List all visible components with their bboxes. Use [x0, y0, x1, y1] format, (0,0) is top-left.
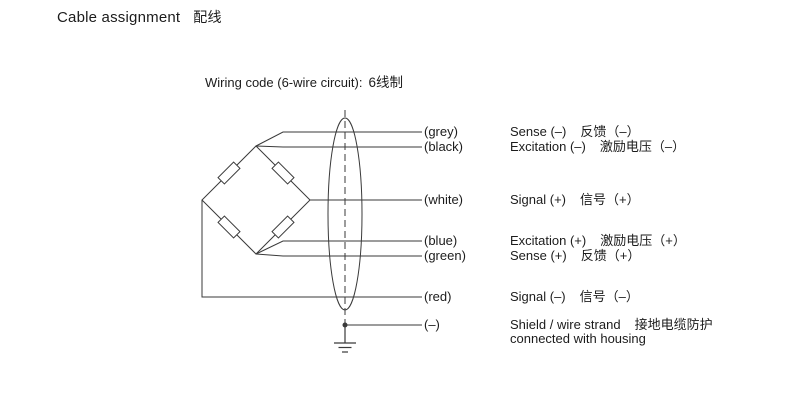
wire-row-green: (green) Sense (+) 反馈（+） — [424, 249, 640, 263]
wire-color-label: (grey) — [424, 124, 458, 139]
wire-color-label: (black) — [424, 139, 464, 154]
wire-color-label: (green) — [424, 248, 466, 263]
resistor-bottom-right — [271, 215, 295, 239]
signal-label-cn: 接地电缆防护 — [634, 317, 713, 332]
wire-row-blue: (blue) Excitation (+) 激励电压（+） — [424, 234, 686, 248]
wire-row-white: (white) Signal (+) 信号（+） — [424, 193, 640, 207]
wire-row-red: (red) Signal (–) 信号（–） — [424, 290, 639, 304]
ground-symbol — [334, 325, 356, 353]
wire-color-label: (–) — [424, 317, 440, 332]
wire-red — [201, 200, 422, 298]
signal-label-cn: 反馈（+） — [580, 248, 641, 263]
page-title: Cable assignment 配线 — [57, 7, 222, 27]
wire-blue — [255, 240, 422, 255]
wiring-code-en: Wiring code (6-wire circuit): — [205, 75, 363, 90]
signal-label: Signal (+) — [510, 192, 566, 207]
signal-label: Excitation (+) — [510, 233, 587, 248]
signal-label-cn: 激励电压（–） — [599, 139, 686, 154]
wire-color-label: (blue) — [424, 233, 458, 248]
signal-label-extra: connected with housing — [510, 331, 646, 346]
wire-row-grey: (grey) Sense (–) 反馈（–） — [424, 125, 640, 139]
resistor-bottom-left — [217, 215, 241, 239]
page-title-cn: 配线 — [193, 9, 222, 25]
wire-grey — [255, 131, 422, 147]
wire-color-label: (red) — [424, 289, 452, 304]
bridge-diamond — [201, 145, 311, 255]
signal-label-cn: 激励电压（+） — [600, 233, 686, 248]
page-title-en: Cable assignment — [57, 9, 181, 26]
wire-row-black: (black) Excitation (–) 激励电压（–） — [424, 140, 685, 154]
resistor-top-left — [217, 161, 241, 185]
resistor-top-right — [271, 161, 295, 185]
signal-label-cn: 信号（+） — [580, 192, 640, 207]
signal-label-cn: 反馈（–） — [580, 124, 640, 139]
signal-label: Signal (–) — [510, 289, 566, 304]
signal-label: Excitation (–) — [510, 139, 586, 154]
wire-green — [255, 253, 422, 257]
signal-label: Sense (+) — [510, 248, 567, 263]
wiring-code-label: Wiring code (6-wire circuit): 6线制 — [205, 71, 403, 91]
wire-black — [255, 145, 422, 148]
bridge-resistors — [217, 161, 295, 239]
signal-label: Sense (–) — [510, 124, 567, 139]
wire-row-shield: (–) Shield / wire strand 接地电缆防护 connecte… — [424, 318, 713, 346]
signal-label-cn: 信号（–） — [579, 289, 639, 304]
wiring-code-cn: 6线制 — [368, 75, 403, 90]
wire-color-label: (white) — [424, 192, 464, 207]
shield-signal-block: Shield / wire strand 接地电缆防护 connected wi… — [510, 318, 713, 346]
signal-label: Shield / wire strand — [510, 317, 621, 332]
